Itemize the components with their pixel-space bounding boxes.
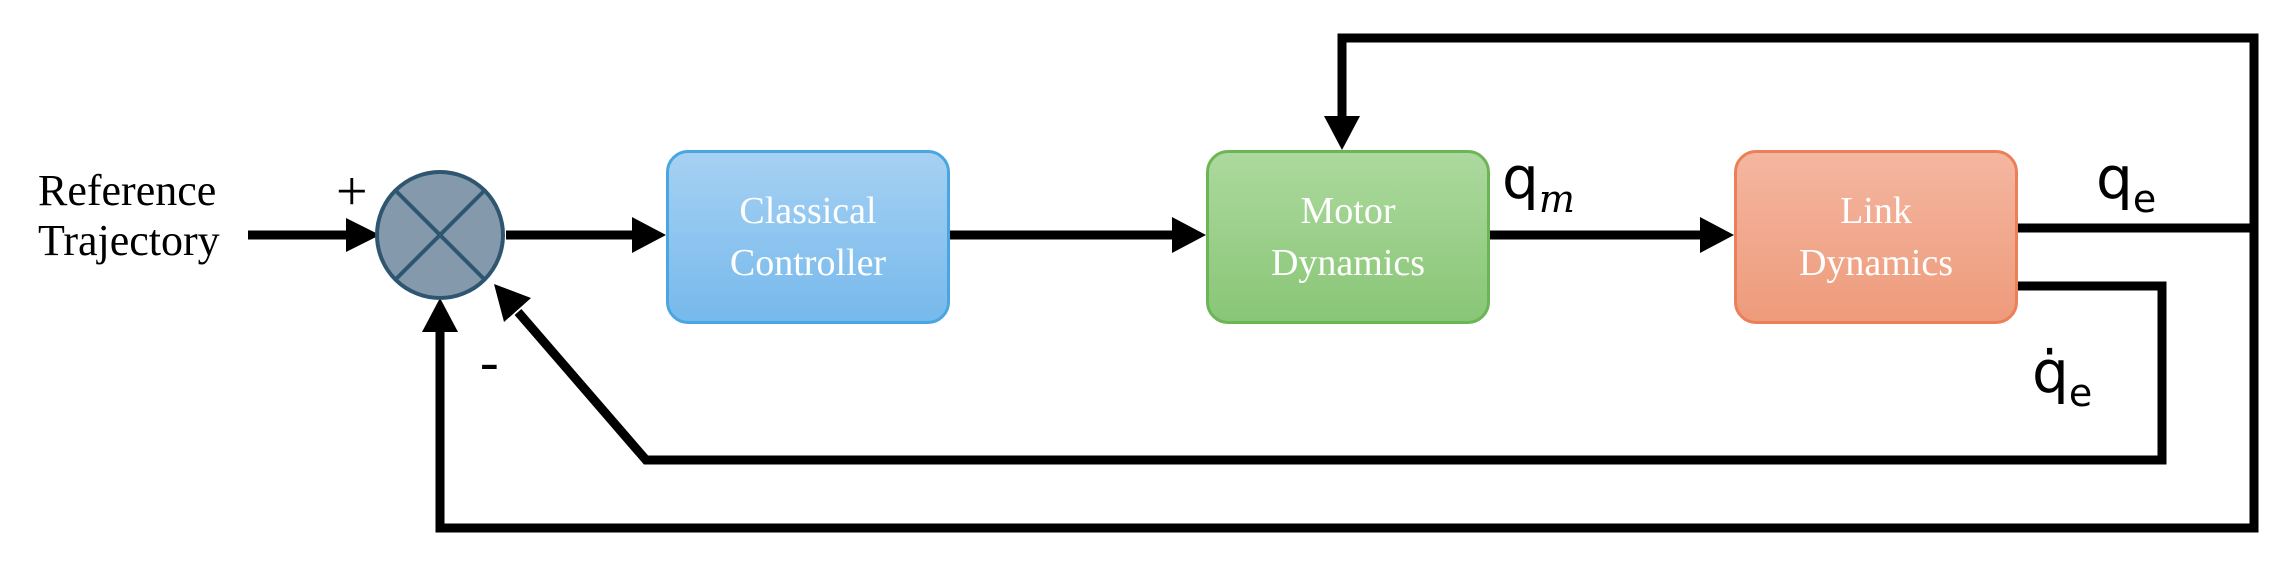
motor-label-line2: Dynamics: [1270, 242, 1426, 284]
signal-q-m-label: qm: [1502, 144, 1575, 221]
reference-label-line2: Trajectory: [38, 216, 220, 265]
signal-q-e-dot-label: q̇e: [2032, 338, 2093, 415]
reference-trajectory-label: Reference Trajectory: [38, 166, 220, 266]
controller-label-line1: Classical: [739, 190, 877, 232]
summing-junction: [375, 170, 505, 300]
link-label-line2: Dynamics: [1798, 242, 1954, 284]
reference-label-line1: Reference: [38, 166, 217, 215]
position-feedback-wire: [435, 223, 2259, 533]
arrowhead-motor: [1172, 217, 1206, 253]
signal-q-e-label: qe: [2096, 144, 2157, 221]
arrowhead-motor-top: [1324, 116, 1360, 150]
arrowhead-junction-diagonal: [494, 284, 531, 322]
arrowhead-junction: [346, 218, 380, 252]
motor-feedback-wire: [1337, 33, 2259, 228]
classical-controller-block: Classical Controller: [666, 150, 950, 324]
velocity-feedback-wire: [514, 281, 2167, 465]
arrowhead-junction-bottom: [422, 298, 458, 332]
link-label-line1: Link: [1840, 190, 1912, 232]
controller-label-line2: Controller: [729, 242, 887, 284]
arrowhead-controller: [632, 217, 666, 253]
motor-dynamics-block: Motor Dynamics: [1206, 150, 1490, 324]
arrowhead-link: [1700, 217, 1734, 253]
link-dynamics-block: Link Dynamics: [1734, 150, 2018, 324]
minus-sign: -: [480, 331, 499, 393]
plus-sign: +: [336, 161, 368, 223]
motor-label-line1: Motor: [1300, 190, 1396, 232]
